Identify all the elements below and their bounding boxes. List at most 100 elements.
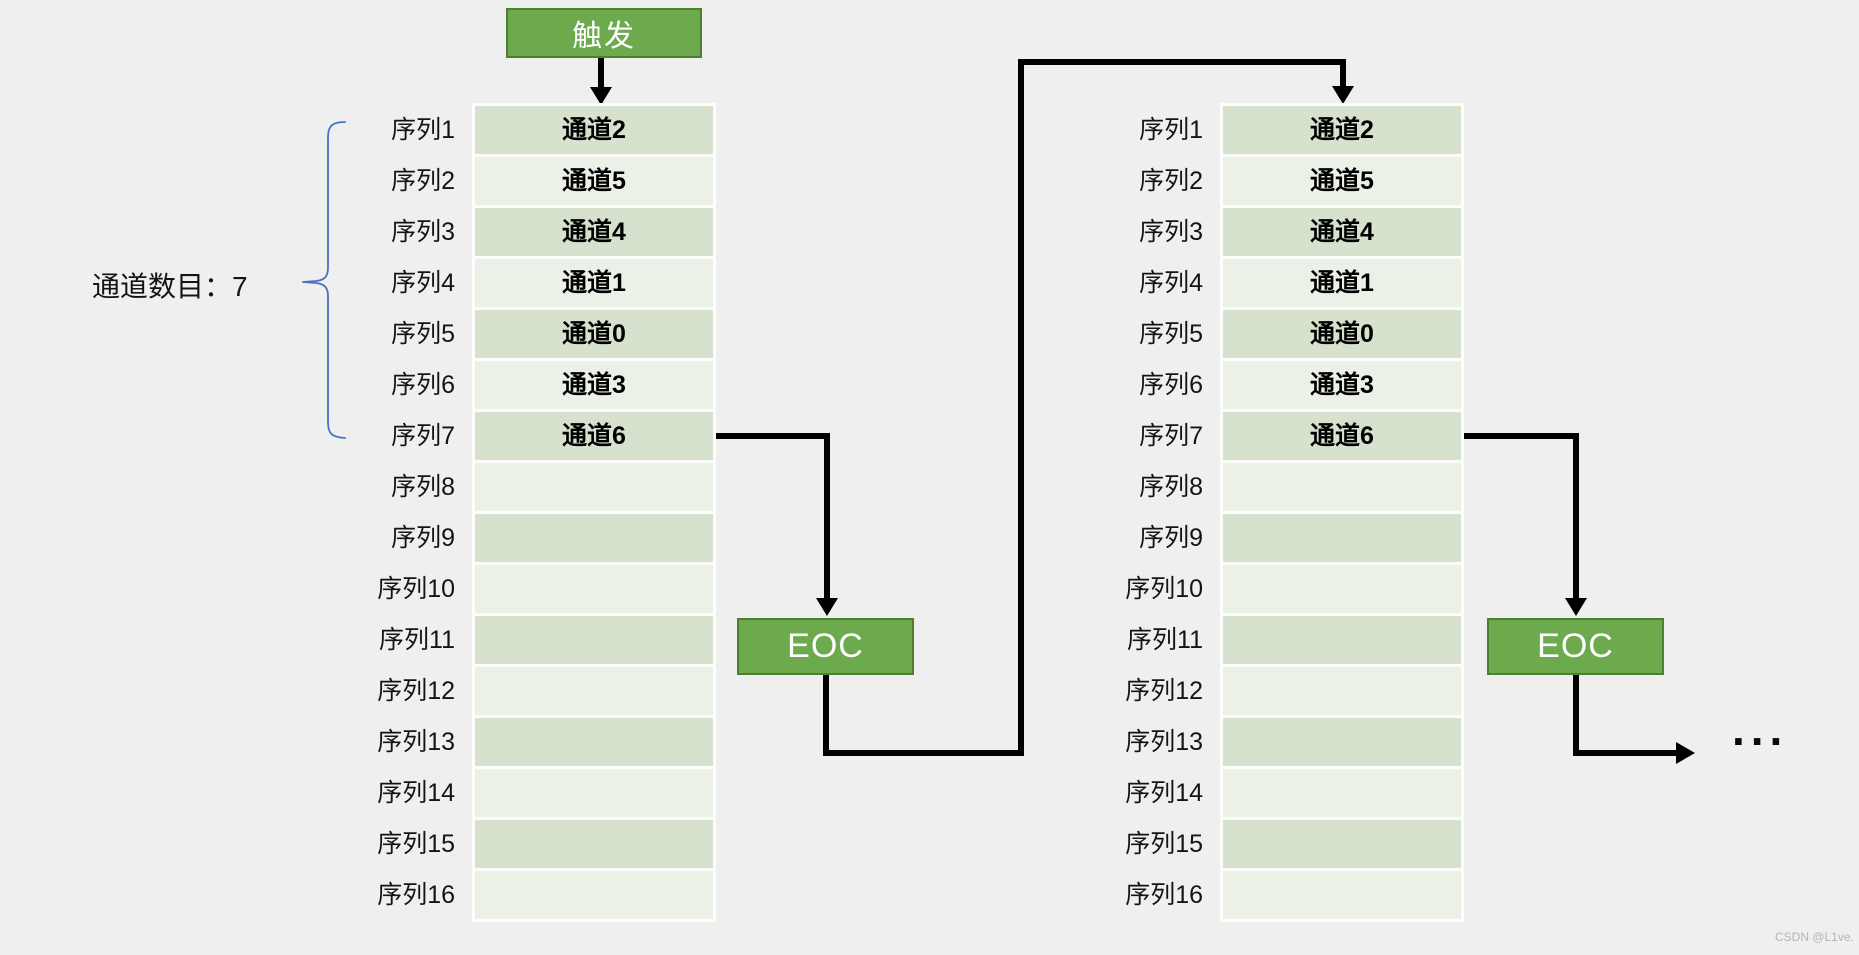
channel-cell: 通道3 (475, 361, 713, 409)
channel-cell (1223, 514, 1461, 562)
sequence-row: 序列7 通道6 (1073, 412, 1461, 460)
sequence-label: 序列3 (391, 218, 455, 246)
channel-cell (1223, 769, 1461, 817)
sequence-label: 序列1 (1139, 116, 1203, 144)
arrow-table2-to-eoc2 (1462, 433, 1587, 616)
sequence-label: 序列16 (377, 881, 455, 909)
sequence-row: 序列15 (1073, 820, 1461, 868)
sequence-row: 序列10 (325, 565, 713, 613)
sequence-label: 序列8 (391, 473, 455, 501)
sequence-label: 序列12 (1125, 677, 1203, 705)
channel-cell (475, 769, 713, 817)
sequence-label: 序列16 (1125, 881, 1203, 909)
sequence-label: 序列10 (377, 575, 455, 603)
channel-cell (1223, 871, 1461, 919)
sequence-row: 序列1 通道2 (325, 106, 713, 154)
sequence-row: 序列4 通道1 (1073, 259, 1461, 307)
sequence-label: 序列14 (1125, 779, 1203, 807)
sequence-label: 序列13 (377, 728, 455, 756)
eoc-box-first: EOC (737, 618, 914, 675)
channel-cell: 通道6 (1223, 412, 1461, 460)
watermark: CSDN @L1ve. (1775, 930, 1854, 944)
sequence-row: 序列9 (1073, 514, 1461, 562)
sequence-label: 序列6 (391, 371, 455, 399)
sequence-label: 序列14 (377, 779, 455, 807)
sequence-row: 序列3 通道4 (325, 208, 713, 256)
continuation-ellipsis: ... (1732, 703, 1789, 755)
channel-cell (475, 565, 713, 613)
arrow-trigger-to-table1 (590, 58, 612, 105)
sequence-row: 序列1 通道2 (1073, 106, 1461, 154)
sequence-table-second-scan: 序列1 通道2 序列2 通道5 序列3 通道4 序列4 通道1 序列5 通道0 序列6 通道3 序列7 通… (1073, 106, 1461, 919)
sequence-label: 序列15 (1125, 830, 1203, 858)
sequence-label: 序列6 (1139, 371, 1203, 399)
arrow-table1-to-eoc1 (713, 433, 838, 616)
sequence-row: 序列16 (325, 871, 713, 919)
sequence-row: 序列8 (1073, 463, 1461, 511)
sequence-label: 序列9 (391, 524, 455, 552)
channel-cell (475, 514, 713, 562)
channel-cell: 通道1 (1223, 259, 1461, 307)
channel-cell (475, 871, 713, 919)
sequence-label: 序列13 (1125, 728, 1203, 756)
sequence-row: 序列15 (325, 820, 713, 868)
channel-cell (1223, 820, 1461, 868)
sequence-label: 序列15 (377, 830, 455, 858)
sequence-label: 序列8 (1139, 473, 1203, 501)
channel-cell: 通道2 (475, 106, 713, 154)
channel-cell (1223, 718, 1461, 766)
sequence-label: 序列5 (391, 320, 455, 348)
sequence-row: 序列11 (1073, 616, 1461, 664)
arrow-eoc2-to-continuation (1573, 675, 1695, 764)
sequence-row: 序列6 通道3 (325, 361, 713, 409)
sequence-row: 序列4 通道1 (325, 259, 713, 307)
sequence-row: 序列13 (325, 718, 713, 766)
sequence-row: 序列11 (325, 616, 713, 664)
channel-count-label: 通道数目：7 (92, 271, 248, 302)
sequence-row: 序列14 (1073, 769, 1461, 817)
sequence-row: 序列9 (325, 514, 713, 562)
sequence-row: 序列2 通道5 (1073, 157, 1461, 205)
channel-cell: 通道3 (1223, 361, 1461, 409)
sequence-row: 序列13 (1073, 718, 1461, 766)
sequence-label: 序列3 (1139, 218, 1203, 246)
channel-cell: 通道6 (475, 412, 713, 460)
channel-cell: 通道5 (1223, 157, 1461, 205)
channel-cell: 通道5 (475, 157, 713, 205)
channel-cell: 通道1 (475, 259, 713, 307)
sequence-label: 序列11 (1127, 626, 1203, 654)
channel-cell: 通道4 (475, 208, 713, 256)
channel-cell (1223, 463, 1461, 511)
eoc-box-second: EOC (1487, 618, 1664, 675)
sequence-label: 序列12 (377, 677, 455, 705)
sequence-label: 序列5 (1139, 320, 1203, 348)
channel-cell (1223, 616, 1461, 664)
channel-cell: 通道0 (475, 310, 713, 358)
sequence-row: 序列2 通道5 (325, 157, 713, 205)
channel-cell (475, 463, 713, 511)
sequence-row: 序列12 (325, 667, 713, 715)
channel-cell: 通道0 (1223, 310, 1461, 358)
channel-cell (475, 616, 713, 664)
sequence-row: 序列12 (1073, 667, 1461, 715)
trigger-box: 触发 (506, 8, 702, 58)
sequence-row: 序列10 (1073, 565, 1461, 613)
channel-cell (475, 718, 713, 766)
sequence-label: 序列1 (391, 116, 455, 144)
channel-cell: 通道2 (1223, 106, 1461, 154)
sequence-label: 序列4 (1139, 269, 1203, 297)
sequence-label: 序列7 (1139, 422, 1203, 450)
channel-cell: 通道4 (1223, 208, 1461, 256)
sequence-row: 序列5 通道0 (1073, 310, 1461, 358)
sequence-label: 序列2 (391, 167, 455, 195)
sequence-row: 序列5 通道0 (325, 310, 713, 358)
sequence-label: 序列2 (1139, 167, 1203, 195)
channel-cell (475, 820, 713, 868)
sequence-row: 序列16 (1073, 871, 1461, 919)
sequence-label: 序列4 (391, 269, 455, 297)
sequence-row: 序列6 通道3 (1073, 361, 1461, 409)
